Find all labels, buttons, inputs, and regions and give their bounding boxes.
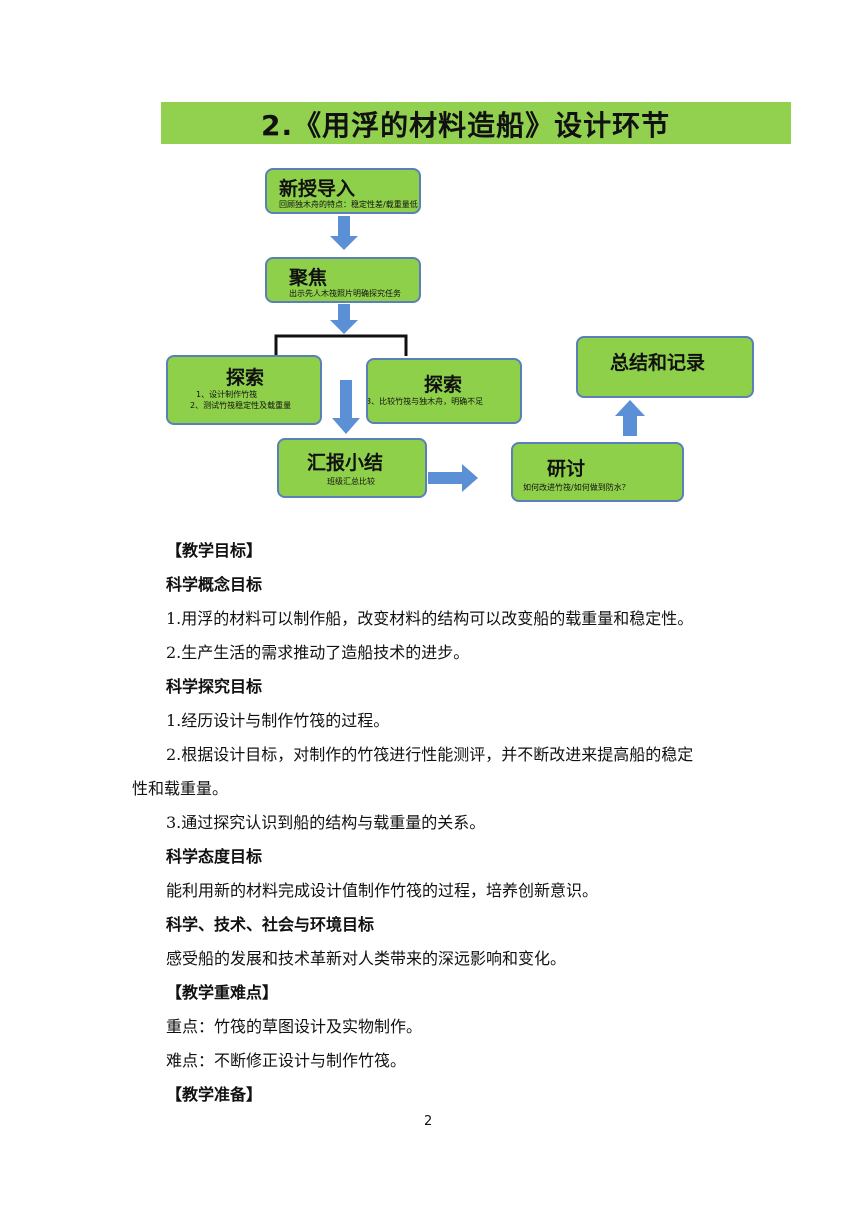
node-title: 研讨 — [547, 458, 586, 480]
attitude-goal-item: 能利用新的材料完成设计值制作竹筏的过程，培养创新意识。 — [166, 881, 599, 900]
node-title: 汇报小结 — [307, 452, 384, 474]
node-title: 总结和记录 — [610, 352, 706, 374]
attitude-goal-heading: 科学态度目标 — [166, 847, 263, 866]
section-banner: 2.《用浮的材料造船》设计环节 — [161, 102, 791, 144]
section-title: 2.《用浮的材料造船》设计环节 — [261, 109, 671, 142]
arrow-down-1 — [330, 216, 358, 250]
concept-goal-item: 2.生产生活的需求推动了造船技术的进步。 — [166, 643, 470, 662]
flow-node-discuss: 研讨 如何改进竹筏/如何做到防水？ — [511, 442, 684, 502]
teaching-goals-heading: 【教学目标】 — [166, 541, 263, 560]
sts-goal-heading: 科学、技术、社会与环境目标 — [166, 915, 375, 934]
node-subtitle: 如何改进竹筏/如何做到防水？ — [523, 483, 630, 492]
difficult-point: 难点：不断修正设计与制作竹筏。 — [166, 1051, 407, 1070]
arrow-down-2 — [330, 304, 358, 334]
node-subtitle: 3、比较竹筏与独木舟，明确不足 — [366, 397, 484, 406]
node-title: 新授导入 — [279, 178, 356, 200]
node-subtitle-line2: 2、测试竹筏稳定性及载重量 — [190, 401, 292, 410]
inquiry-goal-item-cont: 性和载重量。 — [132, 779, 229, 798]
flow-node-explore-1: 探索 1、设计制作竹筏 2、测试竹筏稳定性及载重量 — [166, 355, 322, 425]
node-subtitle: 班级汇总比较 — [327, 477, 375, 486]
arrow-up — [615, 400, 645, 436]
arrow-right — [428, 464, 478, 492]
flow-node-report: 汇报小结 班级汇总比较 — [277, 438, 427, 498]
teaching-prep-heading: 【教学准备】 — [166, 1085, 263, 1104]
node-title: 探索 — [424, 374, 463, 396]
concept-goal-item: 1.用浮的材料可以制作船，改变材料的结构可以改变船的载重量和稳定性。 — [166, 609, 694, 628]
flow-node-explore-2: 探索 3、比较竹筏与独木舟，明确不足 — [366, 358, 522, 424]
inquiry-goal-item: 1.经历设计与制作竹筏的过程。 — [166, 711, 390, 730]
inquiry-goal-item: 2.根据设计目标，对制作的竹筏进行性能测评，并不断改进来提高船的稳定 — [166, 745, 694, 764]
page-number: 2 — [424, 1114, 433, 1129]
inquiry-goal-item: 3.通过探究认识到船的结构与载重量的关系。 — [166, 813, 486, 832]
flowchart-connectors — [274, 216, 645, 492]
arrow-down-3 — [332, 380, 360, 434]
flow-node-focus: 聚焦 出示先人木筏照片明确探究任务 — [265, 257, 421, 303]
flow-node-summary: 总结和记录 — [576, 336, 754, 398]
node-subtitle: 回顾独木舟的特点：稳定性差/载重量低 — [279, 200, 418, 209]
node-subtitle: 出示先人木筏照片明确探究任务 — [289, 289, 401, 298]
key-difficult-heading: 【教学重难点】 — [166, 983, 279, 1002]
inquiry-goal-heading: 科学探究目标 — [166, 677, 263, 696]
node-title: 聚焦 — [289, 267, 328, 289]
sts-goal-item: 感受船的发展和技术革新对人类带来的深远影响和变化。 — [166, 949, 567, 968]
flow-node-intro: 新授导入 回顾独木舟的特点：稳定性差/载重量低 — [265, 168, 421, 214]
node-title: 探索 — [226, 367, 265, 389]
key-point: 重点：竹筏的草图设计及实物制作。 — [166, 1017, 423, 1036]
concept-goal-heading: 科学概念目标 — [166, 575, 263, 594]
node-subtitle-line1: 1、设计制作竹筏 — [196, 390, 258, 399]
branch-bracket — [274, 334, 408, 356]
